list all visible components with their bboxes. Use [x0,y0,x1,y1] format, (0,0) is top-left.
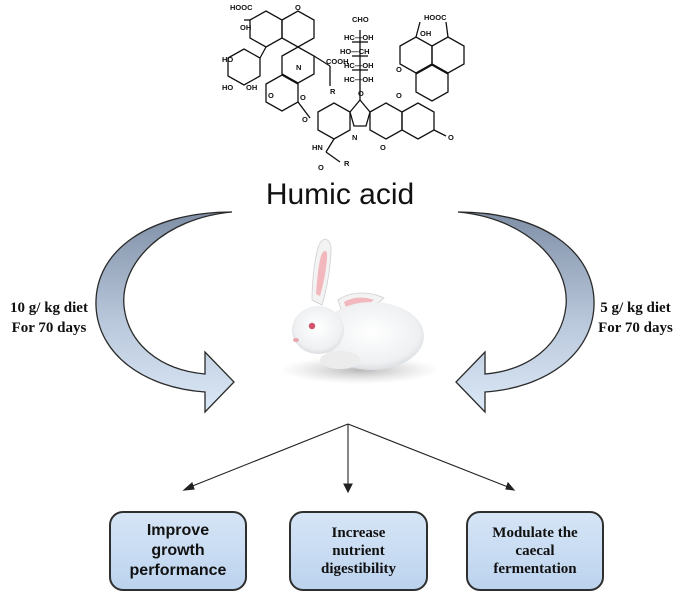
outcome-text: Modulate the caecal fermentation [492,525,578,577]
mol-label: N [352,133,357,142]
mol-label: O [302,115,308,124]
mol-label: N [296,63,301,72]
mol-label: OH [246,83,257,92]
left-dose-label: 10 g/ kg diet For 70 days [4,298,94,338]
mol-label: COOH [326,57,349,66]
mol-label: OH [240,23,251,32]
mol-label: O [268,91,274,100]
mol-label: R [344,159,350,168]
outcome-text: Increase nutrient digestibility [320,525,396,577]
outcome-text: Improve growth performance [129,522,227,579]
mol-label: O [300,93,306,102]
mol-label: CHO [352,15,369,24]
right-dose-label: 5 g/ kg diet For 70 days [588,298,683,338]
mol-label: O [396,91,402,100]
mol-label: O [318,163,324,172]
outcome-connectors [182,423,516,494]
mol-label: HO [222,55,233,64]
outcome-box-fermentation: Modulate the caecal fermentation [466,511,604,591]
mol-label: O [448,133,454,142]
left-curved-arrow [95,211,235,414]
mol-label: O [396,65,402,74]
mol-label: O [380,143,386,152]
diagram-title: Humic acid [265,178,415,211]
mol-label: HOOC [230,3,253,12]
mol-label: HC—OH [344,33,374,42]
mol-label: HC—OH [344,75,374,84]
mol-label: R [330,87,336,96]
left-dose-text: 10 g/ kg diet For 70 days [10,300,88,336]
right-dose-text: 5 g/ kg diet For 70 days [598,300,673,336]
mol-label: OH [420,29,431,38]
right-curved-arrow [455,211,595,414]
rabbit-illustration [280,239,440,384]
mol-label: HN [312,143,323,152]
mol-label: HO [222,83,233,92]
mol-label: O [358,89,364,98]
outcome-box-digestibility: Increase nutrient digestibility [289,511,428,591]
mol-label: HOOC [424,13,447,22]
mol-label: O [295,3,301,12]
outcome-box-growth: Improve growth performance [109,511,247,591]
mol-label: HC—OH [344,61,374,70]
mol-label: HO—CH [340,47,370,56]
humic-acid-structure: HOOC OH O CHO HC—OH HO—CH HC—OH HC—OH HO… [222,3,465,172]
